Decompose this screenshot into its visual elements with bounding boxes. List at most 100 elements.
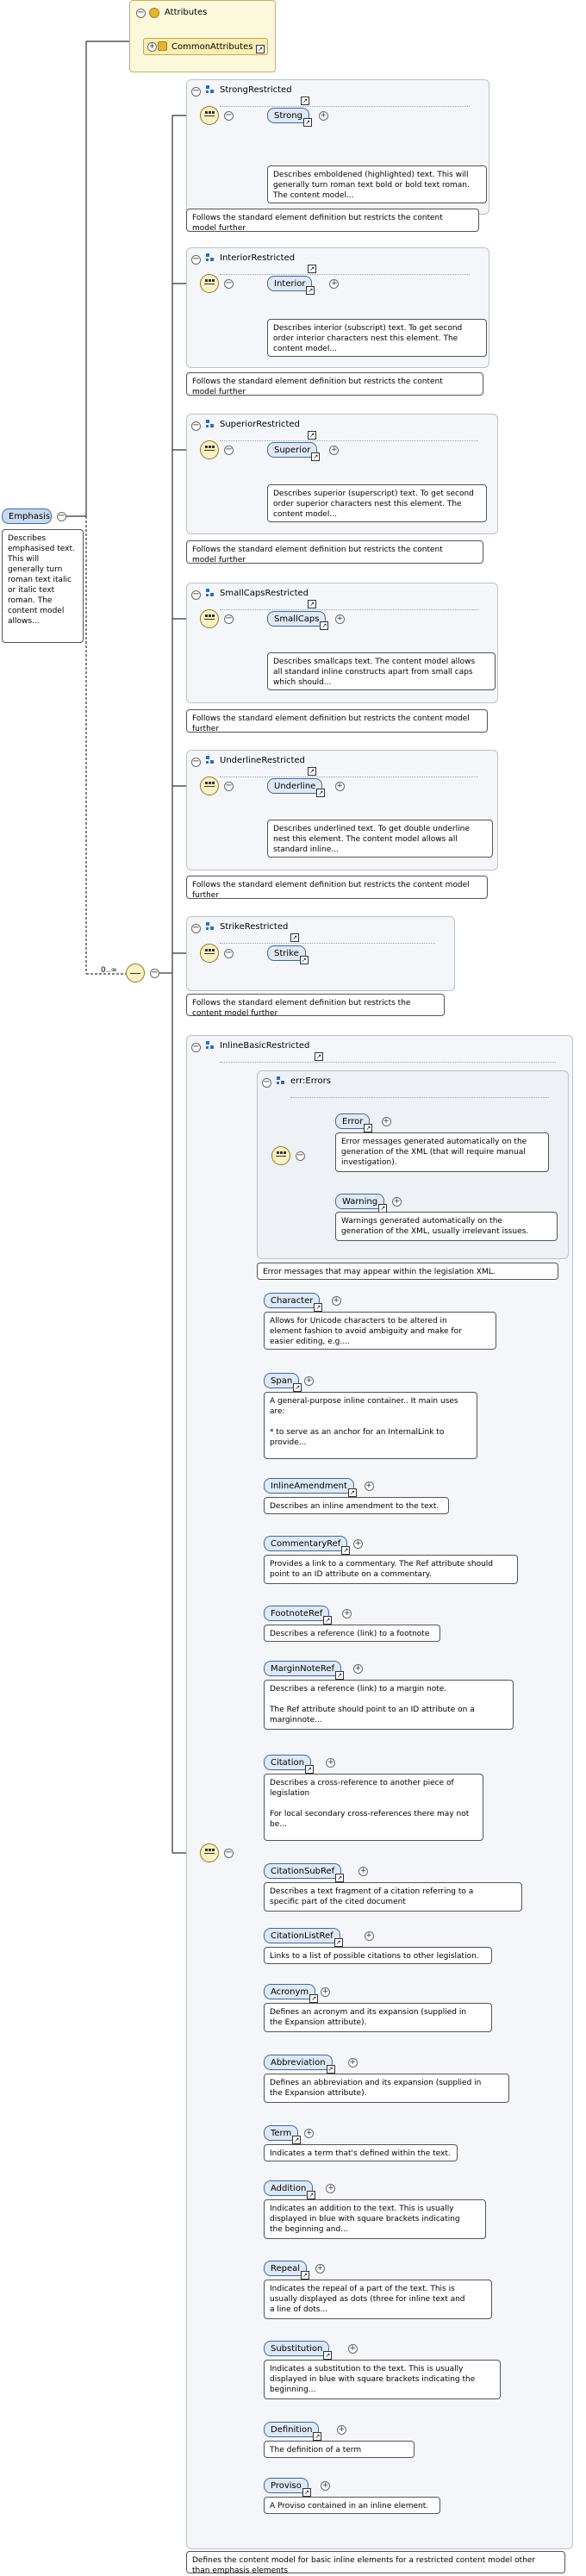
element-addition[interactable]: Addition↗ [264, 2180, 316, 2199]
collapse-icon[interactable]: − [57, 511, 66, 521]
collapse-icon[interactable]: − [191, 923, 201, 933]
expand-icon[interactable]: + [381, 1117, 391, 1126]
expand-icon[interactable]: + [315, 2264, 325, 2273]
link-icon[interactable]: ↗ [304, 1765, 314, 1774]
element-citationlistref[interactable]: CitationListRef↗ [264, 1928, 343, 1947]
expand-icon[interactable]: + [347, 2344, 358, 2354]
element-citation[interactable]: Citation↗ [264, 1755, 314, 1774]
expand-icon[interactable]: + [318, 111, 328, 121]
link-icon[interactable]: ↗ [299, 956, 309, 964]
element-footnoteref[interactable]: FootnoteRef↗ [264, 1606, 333, 1625]
expand-icon[interactable]: + [364, 1481, 374, 1491]
element-citationsubref[interactable]: CitationSubRef↗ [264, 1863, 345, 1882]
link-icon[interactable]: ↗ [301, 97, 309, 105]
link-icon[interactable]: ↗ [302, 2488, 311, 2497]
element-strike[interactable]: Strike↗ [267, 945, 309, 964]
collapse-icon[interactable]: − [191, 421, 201, 431]
link-icon[interactable]: ↗ [341, 1546, 351, 1555]
expand-icon[interactable]: + [334, 614, 345, 624]
collapse-icon[interactable]: − [224, 948, 234, 958]
collapse-icon[interactable]: − [224, 614, 234, 624]
collapse-icon[interactable]: − [191, 254, 201, 265]
element-strong[interactable]: Strong↗ [267, 108, 312, 127]
element-repeal[interactable]: Repeal↗ [264, 2261, 310, 2280]
element-superior[interactable]: Superior↗ [267, 442, 321, 461]
expand-icon[interactable]: + [147, 42, 157, 52]
link-icon[interactable]: ↗ [315, 1052, 323, 1061]
link-icon[interactable]: ↗ [301, 2271, 310, 2280]
expand-icon[interactable]: + [304, 2129, 315, 2138]
link-icon[interactable]: ↗ [335, 1671, 344, 1680]
expand-icon[interactable]: + [334, 782, 345, 791]
element-term[interactable]: Term↗ [264, 2125, 302, 2144]
link-icon[interactable]: ↗ [302, 118, 312, 127]
element-warning[interactable]: Warning↗ [335, 1194, 388, 1213]
link-icon[interactable]: ↗ [320, 621, 329, 630]
element-span[interactable]: Span↗ [264, 1373, 302, 1392]
expand-icon[interactable]: + [358, 1867, 369, 1876]
link-icon[interactable]: ↗ [347, 1488, 357, 1497]
link-icon[interactable]: ↗ [311, 452, 321, 461]
collapse-icon[interactable]: − [136, 8, 146, 18]
expand-icon[interactable]: + [326, 2184, 336, 2193]
element-abbreviation[interactable]: Abbreviation↗ [264, 2055, 335, 2074]
expand-icon[interactable]: + [342, 1609, 352, 1619]
collapse-icon[interactable]: − [296, 1151, 305, 1161]
element-interior[interactable]: Interior↗ [267, 276, 315, 295]
expand-icon[interactable]: + [352, 1539, 363, 1549]
link-icon[interactable]: ↗ [316, 789, 326, 797]
expand-icon[interactable]: + [347, 2058, 358, 2068]
element-character[interactable]: Character↗ [264, 1293, 323, 1312]
expand-icon[interactable]: + [331, 1296, 341, 1306]
expand-icon[interactable]: + [329, 446, 340, 455]
root-element-emphasis[interactable]: Emphasis [2, 508, 52, 524]
link-icon[interactable]: ↗ [323, 1616, 333, 1625]
collapse-icon[interactable]: − [191, 86, 201, 97]
link-icon[interactable]: ↗ [308, 265, 316, 273]
link-icon[interactable]: ↗ [256, 45, 265, 53]
attribute-group-commonattributes[interactable]: + CommonAttributes ↗ [143, 38, 268, 55]
collapse-icon[interactable]: − [224, 781, 234, 791]
collapse-icon[interactable]: − [150, 968, 159, 978]
collapse-icon[interactable]: − [224, 1848, 234, 1858]
expand-icon[interactable]: + [326, 1758, 336, 1768]
link-icon[interactable]: ↗ [308, 767, 316, 776]
collapse-icon[interactable]: − [224, 278, 234, 289]
expand-icon[interactable]: + [337, 2425, 346, 2435]
expand-icon[interactable]: + [321, 1987, 331, 1997]
element-smallcaps[interactable]: SmallCaps↗ [267, 611, 329, 630]
element-inlineamendment[interactable]: InlineAmendment↗ [264, 1478, 357, 1497]
element-substitution[interactable]: Substitution↗ [264, 2341, 333, 2360]
expand-icon[interactable]: + [321, 2481, 331, 2491]
link-icon[interactable]: ↗ [290, 933, 299, 942]
collapse-icon[interactable]: − [191, 1042, 201, 1052]
element-commentaryref[interactable]: CommentaryRef↗ [264, 1536, 351, 1555]
expand-icon[interactable]: + [352, 1664, 363, 1674]
expand-icon[interactable]: + [304, 1376, 315, 1386]
collapse-icon[interactable]: − [262, 1077, 271, 1088]
collapse-icon[interactable]: − [191, 589, 201, 600]
expand-icon[interactable]: + [392, 1197, 402, 1207]
link-icon[interactable]: ↗ [323, 2351, 333, 2360]
collapse-icon[interactable]: − [224, 110, 234, 121]
link-icon[interactable]: ↗ [293, 1383, 302, 1392]
element-error[interactable]: Error↗ [335, 1113, 373, 1132]
link-icon[interactable]: ↗ [307, 2191, 316, 2199]
link-icon[interactable]: ↗ [314, 1303, 323, 1312]
link-icon[interactable]: ↗ [364, 1124, 373, 1132]
link-icon[interactable]: ↗ [326, 2065, 335, 2074]
link-icon[interactable]: ↗ [306, 286, 315, 295]
expand-icon[interactable]: + [329, 279, 340, 289]
element-acronym[interactable]: Acronym↗ [264, 1984, 319, 2003]
element-proviso[interactable]: Proviso↗ [264, 2478, 311, 2497]
collapse-icon[interactable]: − [191, 757, 201, 767]
link-icon[interactable]: ↗ [334, 1938, 343, 1947]
link-icon[interactable]: ↗ [308, 600, 316, 608]
link-icon[interactable]: ↗ [308, 431, 316, 440]
link-icon[interactable]: ↗ [292, 2136, 302, 2144]
collapse-icon[interactable]: − [224, 445, 234, 455]
link-icon[interactable]: ↗ [335, 1874, 345, 1882]
element-underline[interactable]: Underline↗ [267, 778, 326, 797]
element-definition[interactable]: Definition↗ [264, 2422, 322, 2441]
link-icon[interactable]: ↗ [309, 1994, 319, 2003]
